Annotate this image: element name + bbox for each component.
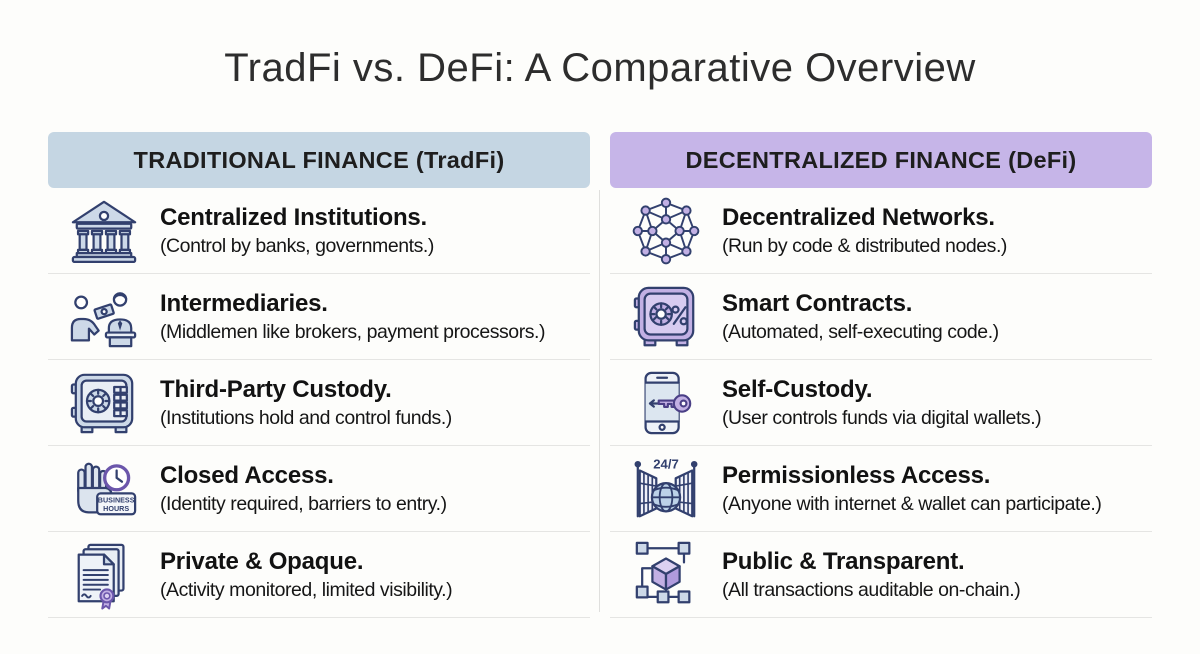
defi-row-decentralized-networks: Decentralized Networks. (Run by code & d… (610, 188, 1152, 274)
row-title: Smart Contracts. (722, 289, 913, 317)
vault-icon (48, 368, 160, 438)
row-title: Closed Access. (160, 461, 334, 489)
row-title: Private & Opaque. (160, 547, 364, 575)
row-subtitle: (Run by code & distributed nodes.) (722, 234, 1007, 257)
row-title: Permissionless Access. (722, 461, 991, 489)
bank-icon (48, 196, 160, 266)
row-subtitle: (User controls funds via digital wallets… (722, 406, 1042, 429)
defi-row-public-transparent: Public & Transparent. (All transactions … (610, 532, 1152, 618)
blockchain-cube-icon (610, 540, 722, 610)
row-title: Public & Transparent. (722, 547, 965, 575)
tradfi-row-third-party-custody: Third-Party Custody. (Institutions hold … (48, 360, 590, 446)
row-subtitle: (Automated, self-executing code.) (722, 320, 999, 343)
tradfi-column-header: TRADITIONAL FINANCE (TradFi) (48, 132, 590, 188)
defi-row-permissionless-access: 24/7 (610, 446, 1152, 532)
page-title: TradFi vs. DeFi: A Comparative Overview (224, 46, 976, 90)
row-title: Intermediaries. (160, 289, 328, 317)
tradfi-row-centralized-institutions: Centralized Institutions. (Control by ba… (48, 188, 590, 274)
defi-column-header: DECENTRALIZED FINANCE (DeFi) (610, 132, 1152, 188)
row-title: Decentralized Networks. (722, 203, 995, 231)
phone-key-icon (610, 368, 722, 438)
row-title: Third-Party Custody. (160, 375, 392, 403)
comparison-board: TRADITIONAL FINANCE (TradFi) (48, 132, 1152, 618)
tradfi-row-closed-access: BUSINESS HOURS Closed Access. (Identity … (48, 446, 590, 532)
row-subtitle: (All transactions auditable on-chain.) (722, 578, 1021, 601)
row-subtitle: (Activity monitored, limited visibility.… (160, 578, 453, 601)
business-hours-label-line1: BUSINESS (98, 495, 135, 504)
always-open-label: 24/7 (653, 456, 679, 471)
open-gates-globe-icon: 24/7 (610, 454, 722, 524)
defi-row-smart-contracts: Smart Contracts. (Automated, self-execut… (610, 274, 1152, 360)
row-subtitle: (Institutions hold and control funds.) (160, 406, 452, 429)
intermediaries-icon (48, 282, 160, 352)
row-subtitle: (Anyone with internet & wallet can parti… (722, 492, 1102, 515)
tradfi-row-private-opaque: Private & Opaque. (Activity monitored, l… (48, 532, 590, 618)
tradfi-column: TRADITIONAL FINANCE (TradFi) (48, 132, 590, 618)
row-title: Centralized Institutions. (160, 203, 428, 231)
column-divider (599, 190, 600, 612)
row-title: Self-Custody. (722, 375, 873, 403)
business-hours-label-line2: HOURS (103, 503, 129, 512)
defi-row-self-custody: Self-Custody. (User controls funds via d… (610, 360, 1152, 446)
network-nodes-icon (610, 196, 722, 266)
business-hours-hand-clock-icon: BUSINESS HOURS (48, 454, 160, 524)
row-subtitle: (Identity required, barriers to entry.) (160, 492, 447, 515)
smart-contract-safe-icon (610, 282, 722, 352)
defi-column: DECENTRALIZED FINANCE (DeFi) (610, 132, 1152, 618)
row-subtitle: (Control by banks, governments.) (160, 234, 434, 257)
tradfi-row-intermediaries: Intermediaries. (Middlemen like brokers,… (48, 274, 590, 360)
sealed-documents-icon (48, 540, 160, 610)
row-subtitle: (Middlemen like brokers, payment process… (160, 320, 546, 343)
